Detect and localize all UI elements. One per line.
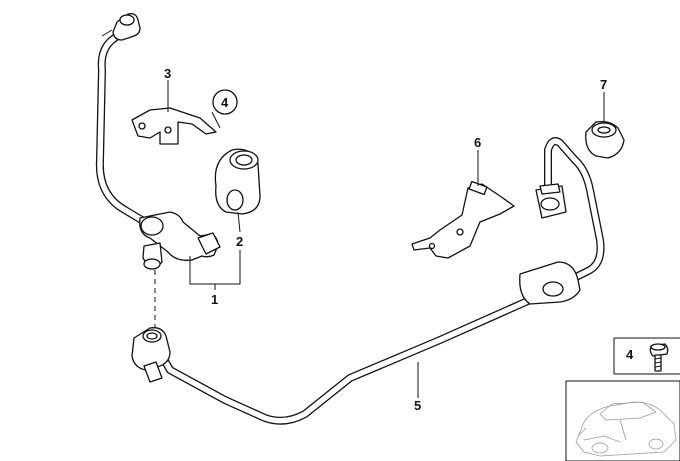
lower-fitting: [131, 327, 171, 383]
sensor-pipe: [95, 24, 154, 229]
screw-icon: [649, 343, 669, 372]
screw-inset: 4: [613, 337, 680, 375]
clamp: [214, 148, 261, 215]
main-pipe: [156, 137, 605, 425]
callout-6: 6: [474, 135, 481, 150]
callout-4-circle: [212, 89, 238, 115]
callout-4: 4: [221, 95, 229, 110]
callout-2: 2: [236, 234, 243, 249]
pipe-grommet: [519, 261, 581, 305]
callout-3: 3: [164, 66, 171, 81]
grommet: [585, 120, 625, 159]
holder: [131, 107, 217, 145]
callout-7: 7: [600, 77, 607, 92]
callout-1: 1: [211, 292, 218, 307]
inset-callout-4: 4: [626, 347, 634, 362]
bracket: [411, 180, 515, 259]
leader-lines: [167, 80, 605, 398]
pressure-sensor: [139, 211, 221, 270]
callout-5: 5: [414, 398, 421, 413]
pipe-top-fitting: [101, 12, 141, 41]
pipe-end-grommet: [535, 183, 567, 219]
car-thumbnail-icon: [565, 380, 680, 461]
